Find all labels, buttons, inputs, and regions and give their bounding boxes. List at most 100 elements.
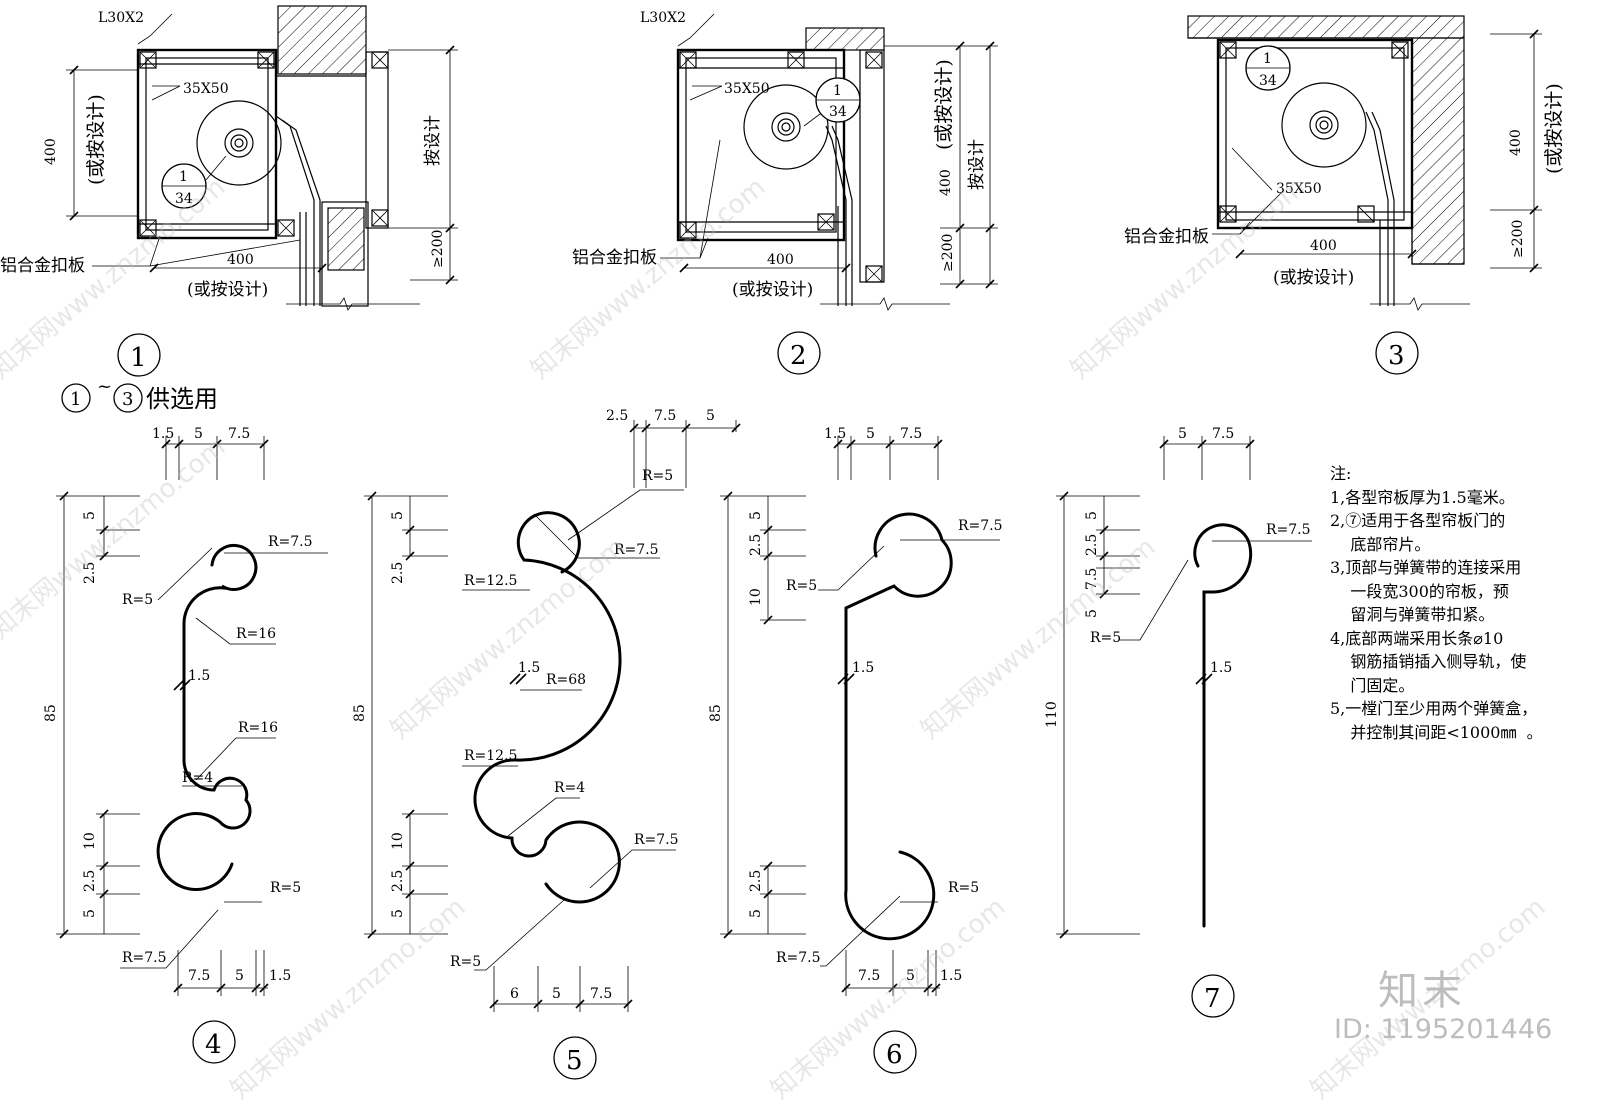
dim-left: 2.5 [390,562,406,584]
timber-label: 35X50 [724,81,770,97]
detail-number-circle [1375,331,1419,375]
radius-label: R=68 [546,672,586,688]
dim-left: 2.5 [1084,534,1100,556]
timber-block [139,51,157,69]
clearance-label: ≥200 [940,234,956,272]
angle-label: L30X2 [98,10,144,26]
detail-number: 3 [1388,341,1405,371]
profile-number-circle [192,1020,236,1064]
note-line: 并控制其间距<1000㎜ 。 [1330,722,1543,742]
profile-4-shape [156,544,258,892]
dim-top: 5 [706,408,715,424]
thickness-label: 1.5 [1210,660,1232,676]
design-label: 按设计 [423,115,443,166]
radius-label: R=5 [122,592,153,608]
note-line: 3,顶部与弹簧带的连接采用 [1330,558,1522,577]
plate-label: 铝合金扣板 [0,256,85,276]
profile-number-circle [1191,974,1235,1018]
choice-tilde: ~ [97,376,112,397]
concrete-wall [1411,37,1465,265]
width-alt-label: (或按设计) [732,280,813,300]
dim-left: 10 [82,832,98,850]
thickness-label: 1.5 [852,660,874,676]
note-line: 底部帘片。 [1330,534,1431,554]
watermark-text: 知末网www.znzmo.com [225,892,471,1105]
ref-top: 1 [1263,51,1272,67]
profile-number: 7 [1204,984,1221,1014]
dim-left: 2.5 [82,562,98,584]
dim-left: 2.5 [82,870,98,892]
clearance-label: ≥200 [1510,220,1526,258]
plate-label: 铝合金扣板 [1124,227,1209,247]
radius-label: R=7.5 [958,518,1003,534]
profile-5-shape [473,511,622,904]
width-label: 400 [1310,238,1337,254]
dim-top: 5 [866,426,875,442]
dim-top: 5 [1178,426,1187,442]
note-line: 留洞与弹簧带扣紧。 [1330,605,1495,624]
ref-top: 1 [833,83,842,99]
radius-label: R=16 [236,626,276,642]
profile-6-shape [844,512,953,941]
profile-5: 2.5 7.5 5 6 5 7.5 85 5 2.5 10 [352,408,741,1080]
profile-number-circle [553,1036,597,1080]
timber-block [257,51,275,69]
note-line: 2,⑦适用于各型帘板门的 [1330,511,1506,530]
dim-top: 1.5 [152,426,174,442]
detail-2: L30X2 35X50 铝合金扣板 400 (或按设计) 400 (或按设计) … [572,10,998,375]
concrete-block-bottom [327,207,365,271]
watermark-text: 知末网www.znzmo.com [525,172,771,385]
radius-label: R=7.5 [268,534,313,550]
ref-bottom: 34 [829,104,847,120]
dim-bottom: 7.5 [188,968,210,984]
note-line: 4,底部两端采用长条⌀10 [1330,628,1504,648]
dim-bottom: 1.5 [269,968,291,984]
dim-total: 85 [352,704,368,722]
ref-bottom: 34 [175,191,193,207]
radius-label: R=7.5 [776,950,821,966]
concrete-ceiling [1187,15,1465,39]
timber-label: 35X50 [1276,181,1322,197]
dim-total: 85 [43,704,59,722]
dim-left: 5 [1084,609,1100,618]
profile-number: 6 [886,1040,903,1070]
height-label: 400 [1508,129,1524,156]
width-label: 400 [227,252,254,268]
choice-caption: 1 ~ 3 供选用 [61,376,218,413]
roller-drum [196,100,282,186]
detail-1: L30X2 35X50 铝合金扣板 400 (或按设计) 400 (或按设计) … [0,5,458,377]
dim-top: 7.5 [1212,426,1234,442]
dim-left: 2.5 [748,534,764,556]
note-line: 1,各型帘板厚为1.5毫米。 [1330,487,1515,507]
dim-left: 5 [748,511,764,520]
height-label: 400 [938,169,954,196]
height-alt-label: (或按设计) [1543,83,1565,174]
choice-to: 3 [122,389,133,410]
height-alt-label: (或按设计) [85,94,107,185]
note-line: 一段宽300的帘板，预 [1330,581,1509,601]
concrete-block-top [277,5,367,75]
height-alt-label: (或按设计) [933,59,955,150]
timber-label: 35X50 [183,81,229,97]
watermark-text: 知末网www.znzmo.com [765,892,1011,1105]
note-line: 钢筋插销插入侧导轨，使 [1330,652,1527,671]
width-alt-label: (或按设计) [1273,268,1354,288]
detail-number-circle [117,333,161,377]
angle-label: L30X2 [640,10,686,26]
dim-bottom: 7.5 [590,986,612,1002]
radius-label: R=5 [270,880,301,896]
dim-left: 5 [390,511,406,520]
dim-bottom: 7.5 [858,968,880,984]
ref-top: 1 [179,169,188,185]
dim-top: 1.5 [824,426,846,442]
notes-title: 注: [1330,464,1352,483]
radius-label: R=12.5 [464,573,517,589]
concrete-block-top [805,27,885,51]
radius-label: R=12.5 [464,748,517,764]
dim-left: 5 [82,511,98,520]
profile-4: 1.5 5 7.5 7.5 5 1.5 85 5 2.5 [43,426,328,1064]
profile-number: 4 [205,1030,222,1060]
choice-from: 1 [70,389,81,410]
profile-7-shape [1193,523,1253,928]
